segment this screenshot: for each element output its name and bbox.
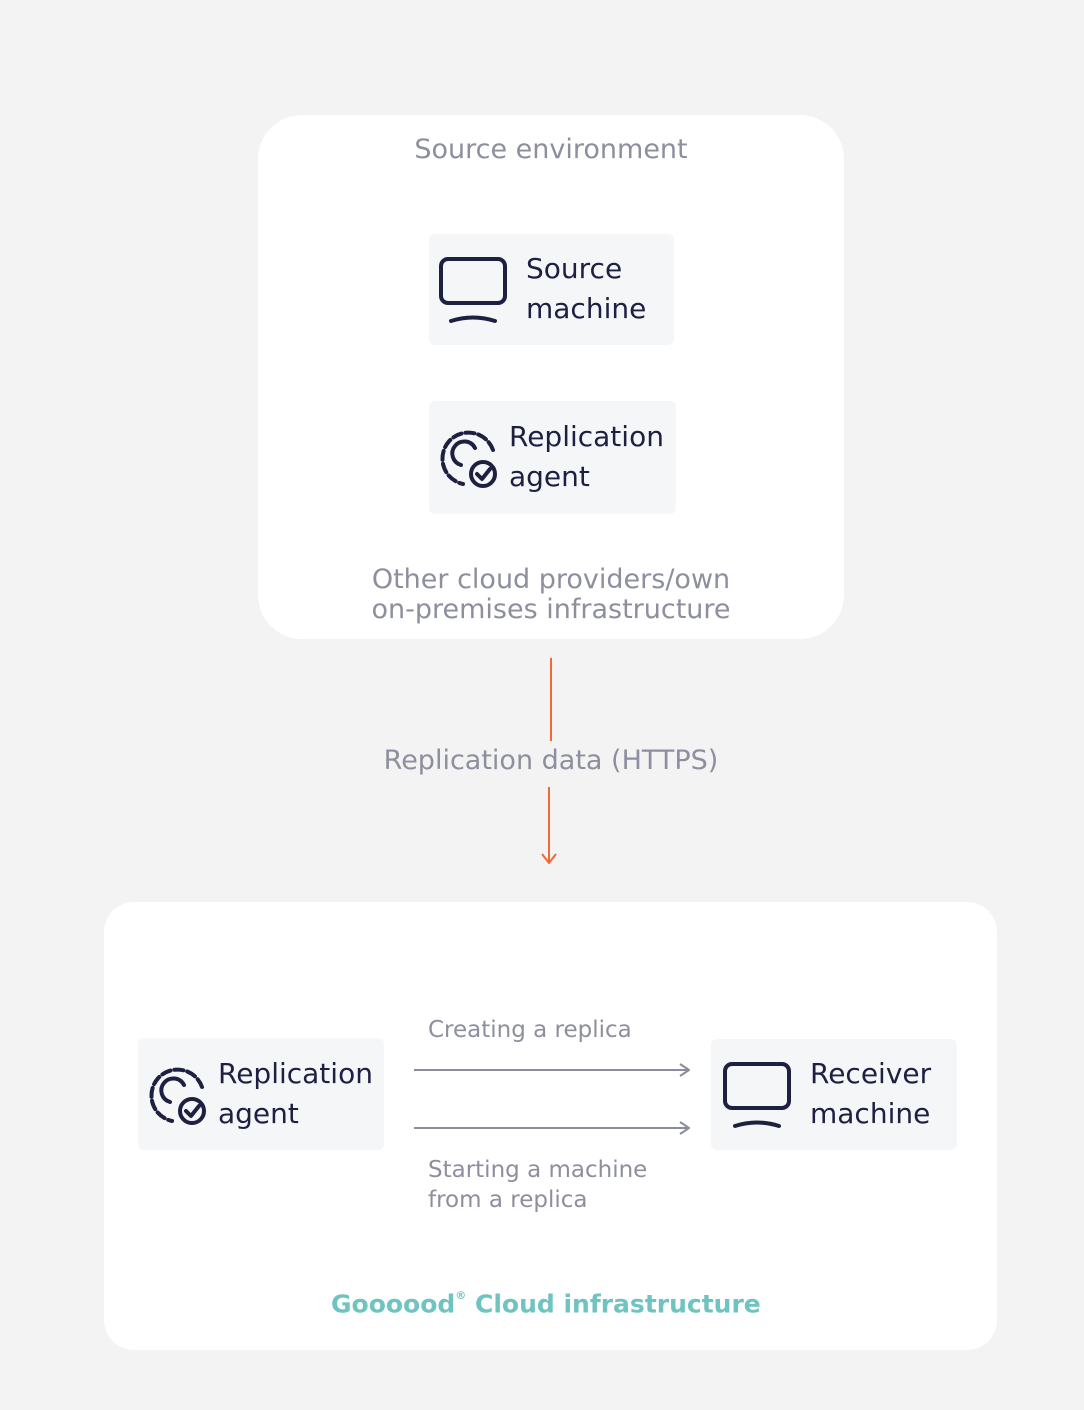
transfer-arrow-top [550, 658, 552, 741]
brand-suffix: Cloud infrastructure [466, 1289, 761, 1319]
cloud-agent-label-line1: Replication [218, 1057, 373, 1090]
monitor-icon [439, 257, 507, 323]
brand-name: Goooood [331, 1289, 456, 1319]
monitor-icon [723, 1062, 791, 1128]
starting-machine-arrow [414, 1121, 690, 1135]
transfer-label: Replication data (HTTPS) [383, 745, 719, 776]
transfer-arrow-bottom [541, 787, 557, 864]
creating-replica-arrow [414, 1063, 690, 1077]
gear-check-icon [149, 1067, 206, 1125]
source-agent-label-line2: agent [509, 460, 590, 493]
creating-replica-label: Creating a replica [428, 1017, 632, 1043]
source-machine-label-line1: Source [526, 252, 623, 285]
source-replication-agent-card: Replication agent [429, 401, 676, 514]
cloud-infrastructure-title: Goooood® Cloud infrastructure [331, 1270, 761, 1330]
receiver-machine-card: Receiver machine [711, 1039, 957, 1150]
registered-mark: ® [455, 1289, 467, 1302]
cloud-replication-agent-card: Replication agent [138, 1038, 384, 1150]
source-environment-panel [258, 115, 844, 639]
receiver-machine-label-line2: machine [810, 1097, 931, 1130]
starting-machine-label-line1: Starting a machine [428, 1157, 648, 1183]
receiver-machine-label-line1: Receiver [810, 1057, 932, 1090]
starting-machine-label-line2: from a replica [428, 1187, 588, 1213]
cloud-agent-label-line2: agent [218, 1097, 299, 1130]
source-machine-label-line2: machine [526, 292, 647, 325]
source-agent-label-line1: Replication [509, 420, 664, 453]
source-environment-title: Source environment [414, 134, 688, 165]
source-machine-card: Source machine [429, 234, 674, 345]
gear-check-icon [440, 430, 497, 488]
source-footer-line2: on-premises infrastructure [371, 594, 731, 625]
source-footer-line1: Other cloud providers/own [371, 564, 731, 595]
